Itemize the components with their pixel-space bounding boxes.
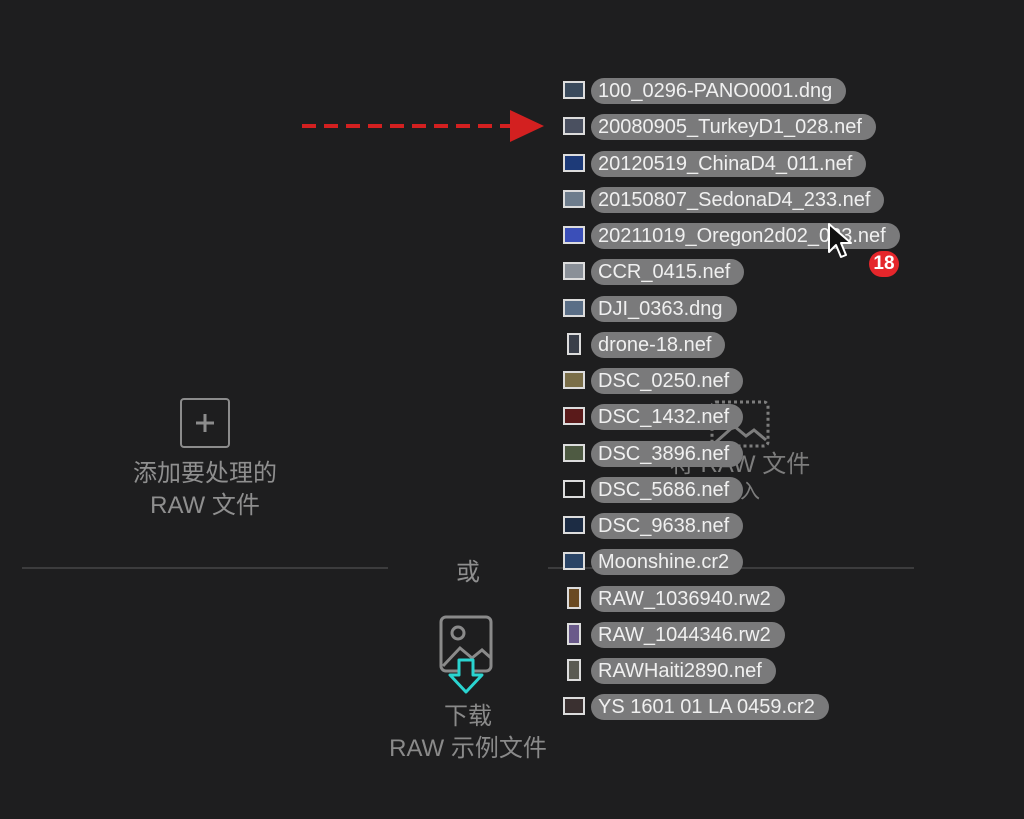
dragged-file-list[interactable]: 100_0296-PANO0001.dng 20080905_TurkeyD1_0… (563, 78, 900, 731)
file-row[interactable]: DSC_5686.nef (563, 476, 900, 513)
file-name-label: RAW_1044346.rw2 (591, 621, 785, 648)
file-row[interactable]: 20211019_Oregon2d02_033.nef (563, 223, 900, 259)
file-row[interactable]: CCR_0415.nef (563, 259, 900, 295)
file-name-label: YS 1601 01 LA 0459.cr2 (591, 694, 829, 721)
file-row[interactable]: DSC_9638.nef (563, 513, 900, 549)
plus-icon (180, 398, 230, 448)
file-name-label: 20120519_ChinaD4_011.nef (591, 150, 867, 177)
file-name-label: 20150807_SedonaD4_233.nef (591, 186, 885, 213)
file-name-label: RAWHaiti2890.nef (591, 658, 776, 684)
file-thumbnail-icon (563, 153, 585, 172)
file-name-label: RAW_1036940.rw2 (591, 585, 785, 612)
file-name-label: 20080905_TurkeyD1_028.nef (591, 114, 876, 141)
file-name-label: 100_0296-PANO0001.dng (591, 78, 847, 104)
file-row[interactable]: Moonshine.cr2 (563, 549, 900, 585)
file-row[interactable]: YS 1601 01 LA 0459.cr2 (563, 694, 900, 730)
file-thumbnail-icon (567, 659, 581, 681)
add-raw-files-zone[interactable]: 添加要处理的 RAW 文件 (100, 396, 310, 536)
file-thumbnail-icon (563, 298, 585, 317)
file-thumbnail-icon (563, 262, 585, 281)
file-row[interactable]: DSC_1432.nef (563, 404, 900, 440)
file-thumbnail-icon (567, 586, 581, 609)
file-row[interactable]: DSC_3896.nef (563, 440, 900, 477)
file-thumbnail-icon (563, 117, 585, 136)
file-name-label: DSC_0250.nef (591, 368, 744, 394)
drag-count-badge: 18 (869, 251, 899, 277)
dashed-arrow-icon (302, 110, 544, 142)
or-label: 或 (456, 559, 480, 586)
file-thumbnail-icon (563, 407, 585, 426)
file-row[interactable]: 20150807_SedonaD4_233.nef (563, 186, 900, 223)
file-name-label: DSC_1432.nef (591, 404, 744, 431)
file-row[interactable]: 20120519_ChinaD4_011.nef (563, 150, 900, 187)
file-row[interactable]: DSC_0250.nef (563, 368, 900, 404)
add-raw-label-line1: 添加要处理的 (133, 460, 277, 487)
file-thumbnail-icon (563, 552, 585, 571)
file-name-label: DSC_5686.nef (591, 476, 744, 503)
download-label-line1: 下载 (444, 703, 492, 730)
file-thumbnail-icon (563, 226, 585, 244)
file-thumbnail-icon (563, 371, 585, 389)
file-row[interactable]: drone-18.nef (563, 331, 900, 368)
file-name-label: drone-18.nef (591, 331, 726, 358)
file-name-label: 20211019_Oregon2d02_033.nef (591, 223, 900, 249)
file-thumbnail-icon (563, 81, 585, 99)
file-name-label: DJI_0363.dng (591, 295, 737, 322)
file-row[interactable]: DJI_0363.dng (563, 295, 900, 332)
divider-left (22, 567, 388, 569)
file-thumbnail-icon (567, 622, 581, 645)
file-name-label: Moonshine.cr2 (591, 549, 744, 576)
file-thumbnail-icon (563, 697, 585, 716)
add-raw-label-line2: RAW 文件 (150, 492, 260, 519)
file-thumbnail-icon (563, 189, 585, 208)
file-thumbnail-icon (567, 332, 581, 355)
download-image-icon (439, 615, 493, 694)
file-name-label: CCR_0415.nef (591, 259, 745, 286)
file-row[interactable]: RAWHaiti2890.nef (563, 658, 900, 694)
file-thumbnail-icon (563, 443, 585, 462)
file-row[interactable]: RAW_1044346.rw2 (563, 621, 900, 658)
file-row[interactable]: 100_0296-PANO0001.dng (563, 78, 900, 114)
file-row[interactable]: 20080905_TurkeyD1_028.nef (563, 114, 900, 150)
file-thumbnail-icon (563, 479, 585, 498)
download-sample-files-button[interactable]: 下载 RAW 示例文件 (370, 614, 566, 765)
download-label-line2: RAW 示例文件 (389, 735, 547, 762)
file-name-label: DSC_3896.nef (591, 440, 744, 467)
file-thumbnail-icon (563, 516, 585, 534)
file-row[interactable]: RAW_1036940.rw2 (563, 585, 900, 622)
file-name-label: DSC_9638.nef (591, 513, 744, 539)
mouse-cursor-icon (828, 223, 852, 258)
